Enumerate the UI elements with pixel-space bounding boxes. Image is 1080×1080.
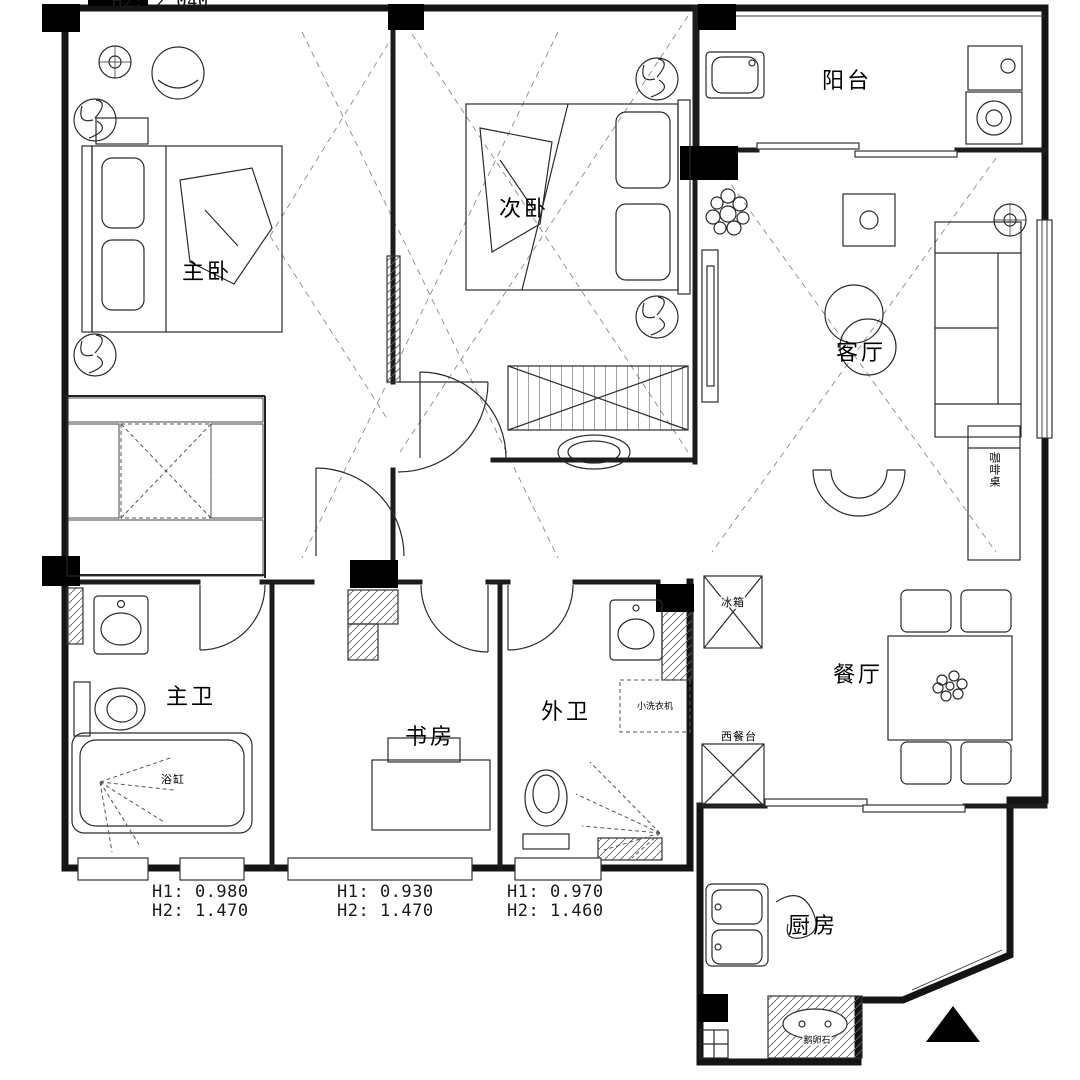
master-bedroom-furniture [73,45,283,377]
kitchen-fixtures [699,883,863,1059]
second-bedroom-furniture [465,57,691,470]
room-label-second-bedroom: 次卧 [499,196,549,221]
label-western-counter: 西餐台 [721,729,757,743]
structural-columns [42,0,738,1022]
annotation-h2-mid: H2: 1.470 [337,901,434,921]
label-pebble-basin: 鹅卵石 [803,1034,830,1045]
guest-bath-fixtures [522,599,691,859]
room-label-study: 书房 [405,724,455,749]
room-labels: 主卧 次卧 阳台 客厅 主卫 书房 外卫 餐厅 厨房 [166,68,886,938]
swing-doors [199,371,574,653]
room-label-guest-bath: 外卫 [541,699,591,724]
annotation-h1-left: H1: 0.980 [152,882,249,902]
balcony-fixtures [705,45,1023,145]
stair-hatched-block [66,397,264,577]
sliding-doors [756,142,966,813]
table-flowers-icon [932,670,968,702]
dining-room-furniture [701,575,1013,807]
dimension-annotations: H2: 2.040 H1: 0.980 H2: 1.470 H1: 0.930 … [112,0,604,921]
plant-icon [705,188,750,236]
annotation-h1-mid: H1: 0.930 [337,882,434,902]
room-label-living-room: 客厅 [836,340,886,365]
living-room-furniture [701,188,1027,561]
annotation-h2-right: H2: 1.460 [507,901,604,921]
annotation-h2-left: H2: 1.470 [152,901,249,921]
annotation-top-partial: H2: 2.040 [112,0,209,12]
windows [77,219,1053,881]
fixture-labels: 浴缸 冰箱 西餐台 小洗衣机 咖啡桌 鹅卵石 [160,449,1003,1046]
north-arrow-icon [926,1006,980,1042]
room-label-kitchen: 厨房 [788,913,838,938]
master-bath-fixtures [71,595,253,853]
label-bathtub: 浴缸 [161,772,185,786]
label-washing-machine: 小洗衣机 [637,700,673,711]
label-fridge: 冰箱 [721,595,745,609]
study-furniture [371,737,491,831]
dashed-guide-lines [269,15,997,559]
room-label-dining-room: 餐厅 [833,662,883,687]
annotation-h1-right: H1: 0.970 [507,882,604,902]
label-coffee-table: 咖啡桌 [988,451,1001,488]
brick-hatch-walls [66,255,693,861]
room-label-master-bedroom: 主卧 [182,259,232,284]
room-label-balcony: 阳台 [822,68,872,93]
room-label-master-bath: 主卫 [166,684,216,709]
